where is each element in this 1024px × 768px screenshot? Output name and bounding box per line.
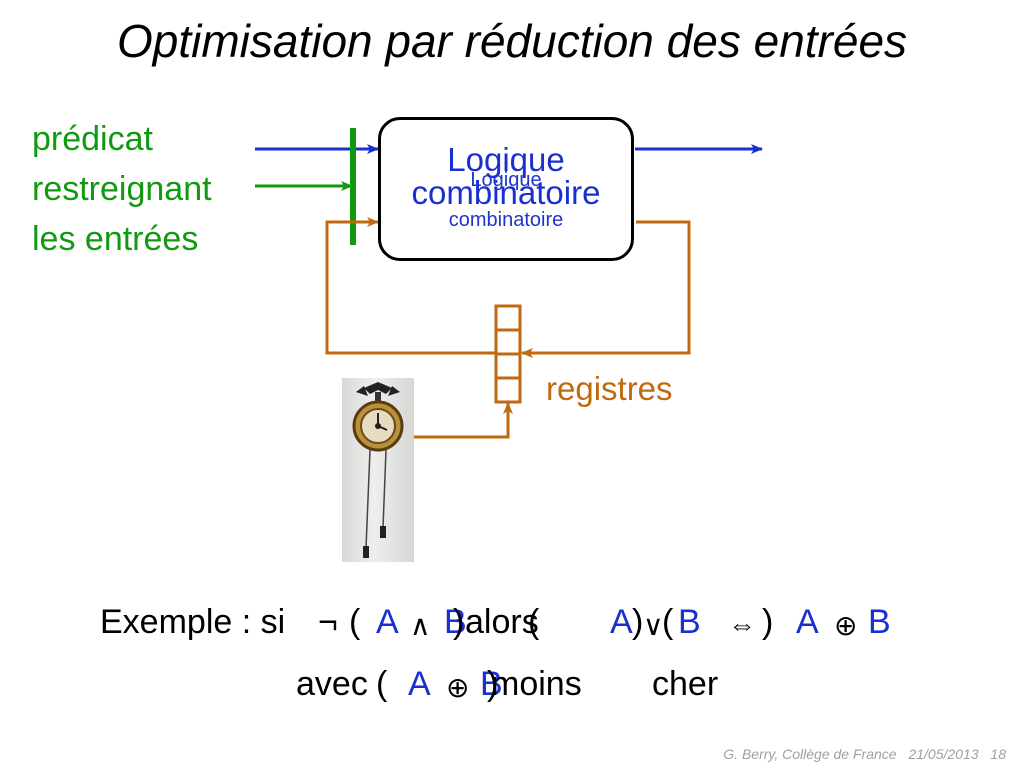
footer-author: G. Berry, Collège de France: [723, 746, 897, 762]
clock-wire: [414, 402, 513, 439]
and-symbol: ∧: [410, 610, 431, 641]
paren-close-2: ): [632, 603, 644, 641]
paren-open-1: (: [349, 603, 361, 641]
footer-date: 21/05/2013: [908, 746, 979, 762]
paren-close-4: ): [487, 665, 499, 703]
logic-shadow-line-1: Logique: [470, 169, 542, 191]
logic-label-line-2: combinatoire: [411, 174, 601, 211]
var-b-3: B: [868, 603, 891, 641]
word-moins: moins: [491, 665, 582, 703]
predicate-label-line-1: prédicat: [32, 120, 153, 158]
var-b-4: B: [480, 665, 503, 703]
example-lead: Exemple : si: [100, 603, 286, 641]
pendulum-clock-image: [342, 378, 414, 562]
slide-title: Optimisation par réduction des entrées: [116, 15, 908, 67]
equiv-symbol: ⇔: [728, 609, 756, 640]
logic-block: [378, 117, 634, 261]
register-stack: [494, 304, 522, 404]
paren-open-4: (: [376, 665, 388, 703]
var-a-2: A: [610, 603, 633, 641]
var-b-2: B: [678, 603, 701, 641]
footer-page-number: 18: [990, 746, 1006, 762]
paren-open-2: (: [528, 603, 540, 641]
logic-label-line-1: Logique: [447, 141, 565, 178]
word-avec: avec: [296, 665, 368, 703]
predicate-label-line-3: les entrées: [32, 220, 199, 258]
var-a-3: A: [796, 603, 819, 641]
xor-symbol-2: ⊕: [446, 672, 470, 703]
feedback-wire-in: [325, 217, 496, 355]
paren-close-1: ): [453, 603, 465, 641]
logic-block-shadow-label: Logique combinatoire: [378, 160, 634, 240]
feedback-wire-out: [521, 220, 691, 358]
or-symbol: ∨: [643, 610, 664, 641]
var-a-4: A: [408, 665, 431, 703]
not-symbol: ¬: [318, 603, 338, 641]
var-a-1: A: [376, 603, 399, 641]
xor-symbol-1: ⊕: [834, 610, 858, 641]
registers-label: registres: [546, 370, 673, 407]
word-cher: cher: [652, 665, 719, 703]
logic-block-label: Logique combinatoire: [378, 143, 634, 209]
logic-shadow-line-2: combinatoire: [448, 209, 564, 231]
word-alors: alors: [465, 603, 539, 641]
pendulum-clock-icon: [352, 382, 404, 558]
slide-footer: G. Berry, Collège de France 21/05/2013 1…: [715, 746, 1006, 762]
paren-close-3: ): [762, 603, 774, 641]
paren-open-3: (: [662, 603, 674, 641]
var-b-1: B: [444, 603, 467, 641]
predicate-label-line-2: restreignant: [32, 170, 212, 208]
